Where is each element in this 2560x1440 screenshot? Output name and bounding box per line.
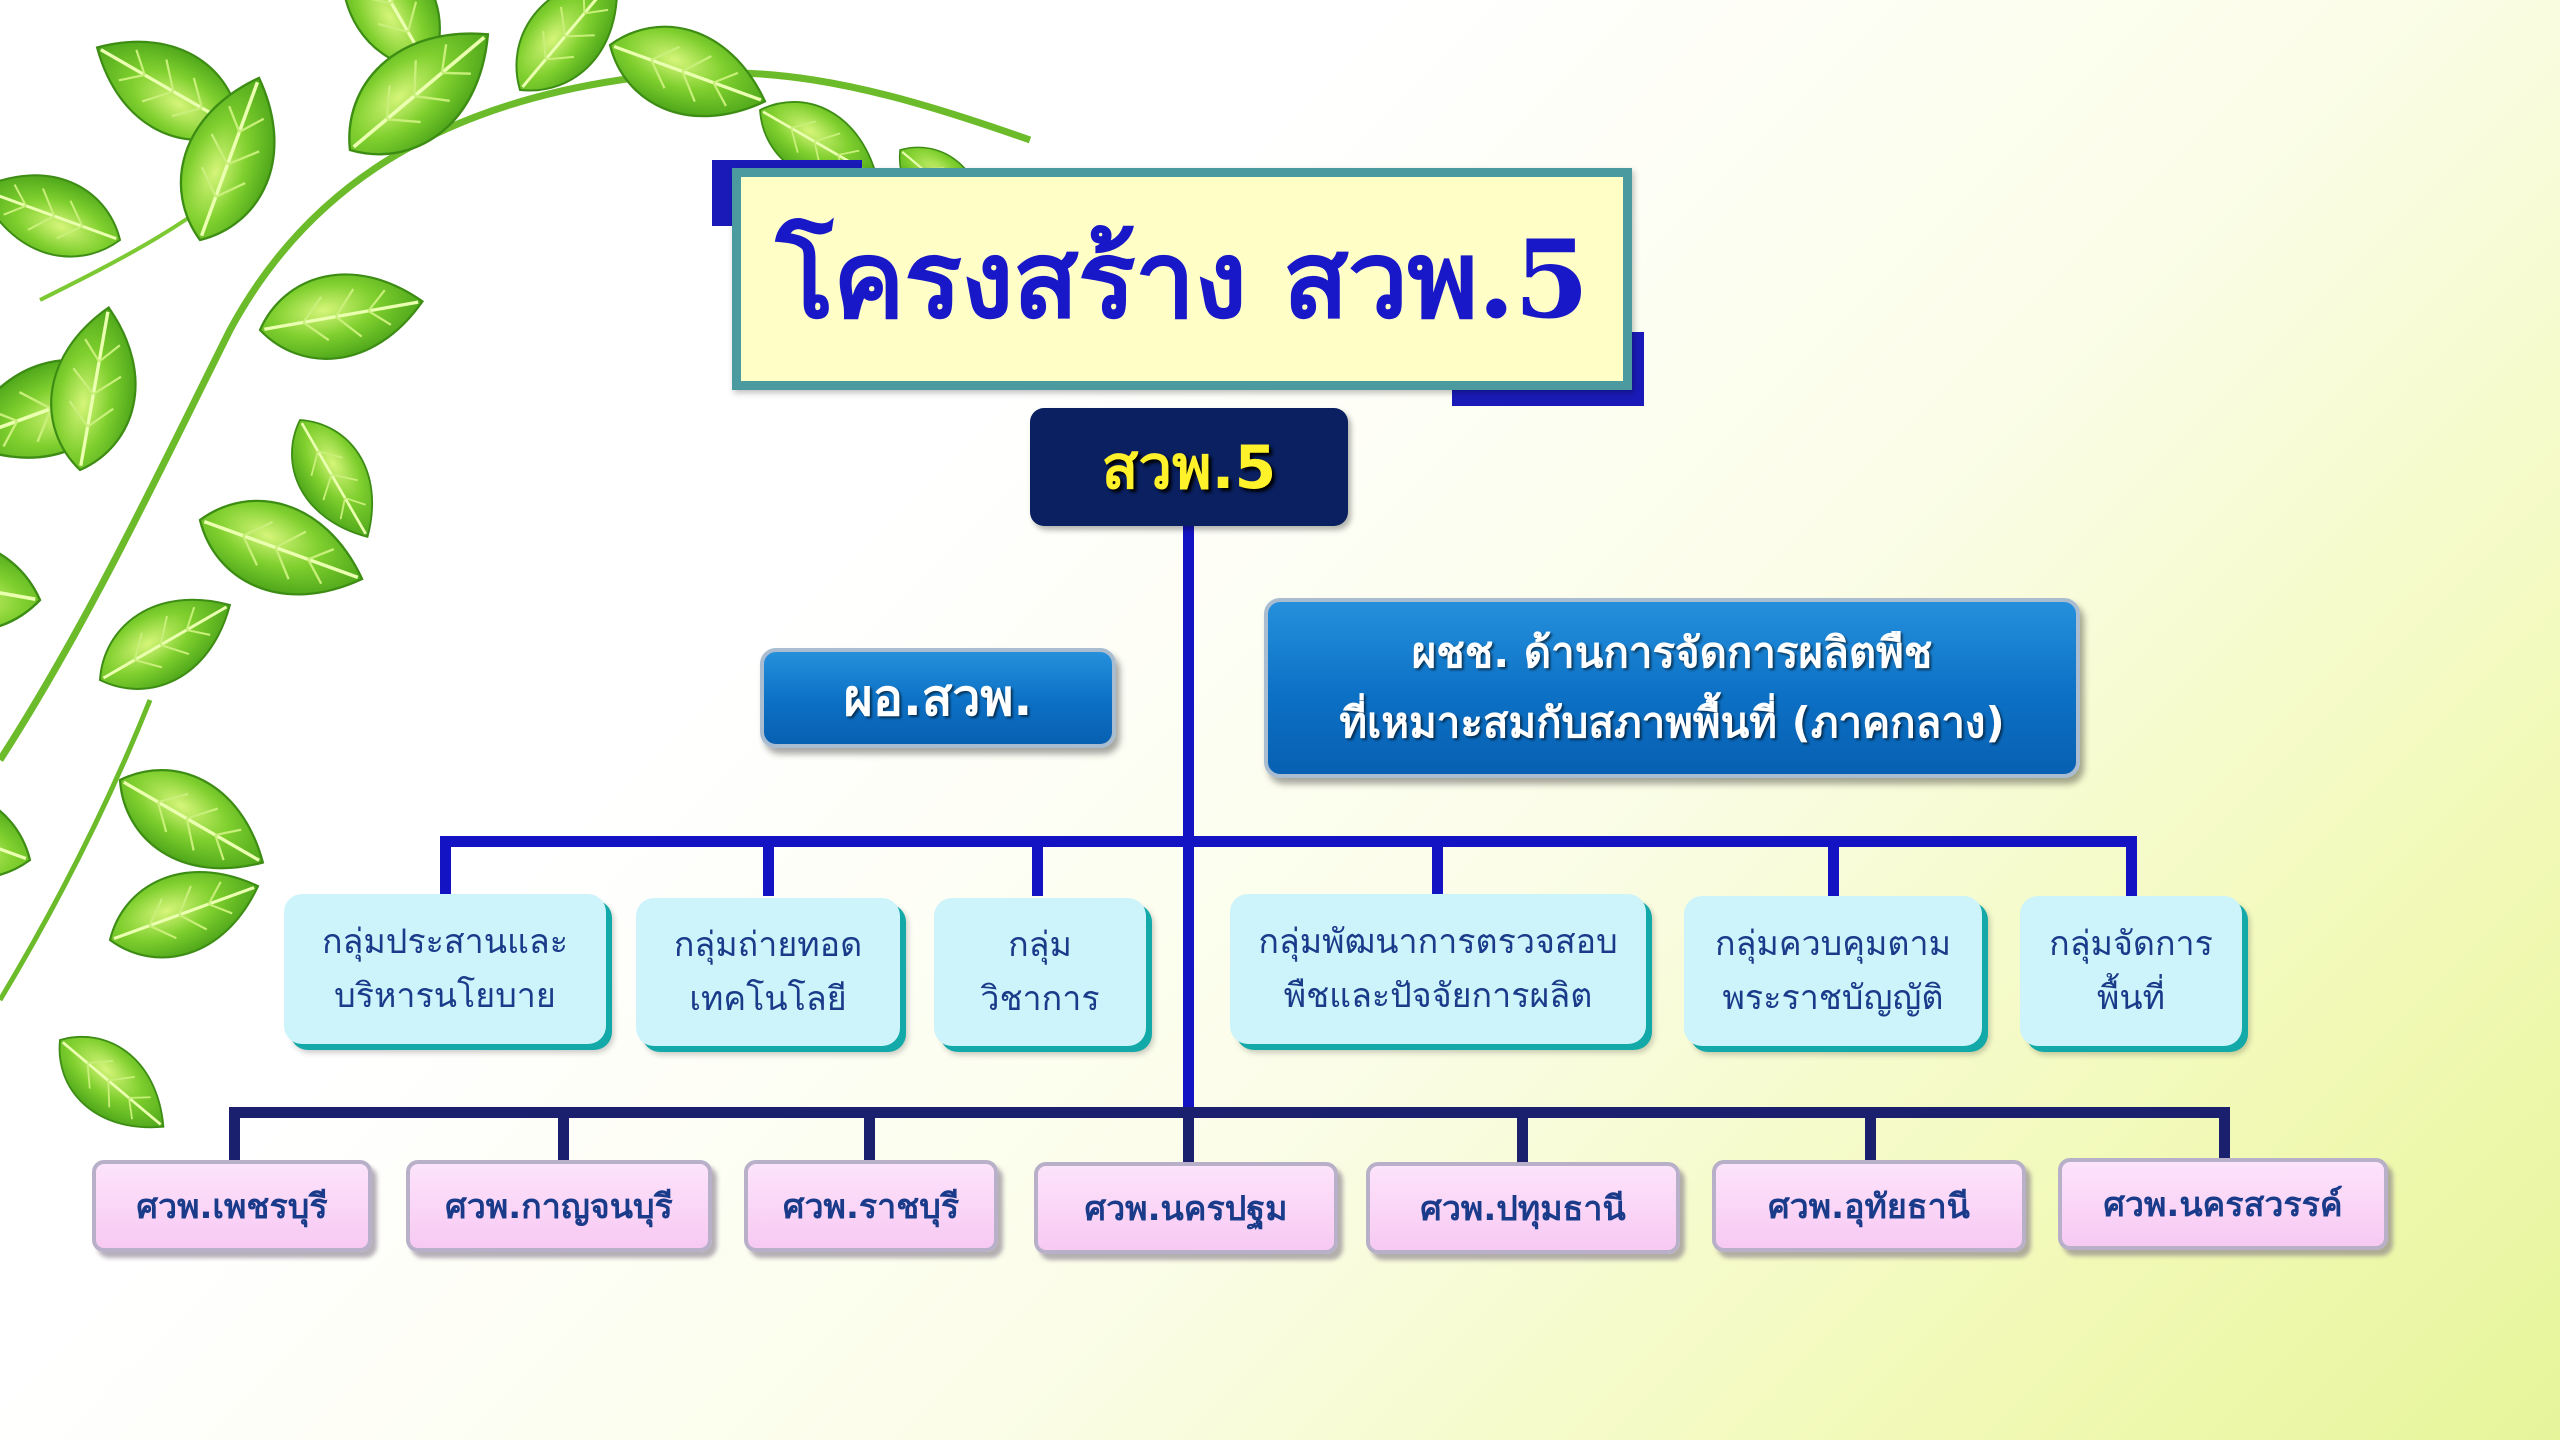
advisor-label: ผอ.สวพ. <box>843 668 1033 727</box>
group-label-line1: กลุ่มพัฒนาการตรวจสอบ <box>1258 922 1618 962</box>
trunk-line <box>1183 520 1194 1120</box>
center-drop-4 <box>1183 1107 1194 1163</box>
group-drop-6 <box>2126 836 2137 896</box>
group-label-line1: กลุ่มควบคุมตาม <box>1715 924 1951 964</box>
center-drop-5 <box>1517 1107 1528 1163</box>
advisor-node: ผอ.สวพ. <box>760 648 1116 748</box>
group-drop-1 <box>440 836 451 896</box>
leaf-vine-decoration <box>0 0 1032 1130</box>
group-node-coordination: กลุ่มประสานและ บริหารนโยบาย <box>284 894 606 1044</box>
page-title: โครงสร้าง สวพ.5 <box>775 217 1589 343</box>
center-drop-6 <box>1865 1107 1876 1163</box>
center-label: ศวพ.กาญจนบุรี <box>445 1187 673 1227</box>
group-label-line1: กลุ่ม <box>1008 925 1072 965</box>
center-node-nakhon-pathom: ศวพ.นครปฐม <box>1034 1162 1338 1254</box>
center-label: ศวพ.ปทุมธานี <box>1420 1189 1626 1229</box>
group-label-line1: กลุ่มประสานและ <box>321 922 569 962</box>
center-drop-1 <box>229 1107 240 1163</box>
center-label: ศวพ.นครสวรรค์ <box>2103 1185 2343 1225</box>
group-node-inspection: กลุ่มพัฒนาการตรวจสอบ พืชและปัจจัยการผลิต <box>1230 894 1646 1044</box>
group-label-line1: กลุ่มจัดการ <box>2049 924 2213 964</box>
group-label-line2: วิชาการ <box>980 979 1100 1019</box>
center-label: ศวพ.นครปฐม <box>1084 1189 1288 1229</box>
center-node-phetchaburi: ศวพ.เพชรบุรี <box>92 1160 372 1252</box>
center-node-uthai-thani: ศวพ.อุทัยธานี <box>1712 1160 2026 1252</box>
title-box: โครงสร้าง สวพ.5 <box>732 168 1632 390</box>
center-label: ศวพ.ราชบุรี <box>782 1187 960 1227</box>
group-drop-5 <box>1828 836 1839 896</box>
group-node-academic: กลุ่ม วิชาการ <box>934 898 1146 1046</box>
group-label-line2: เทคโนโลยี <box>689 979 847 1019</box>
group-node-tech-transfer: กลุ่มถ่ายทอด เทคโนโลยี <box>636 898 900 1046</box>
group-label-line2: พื้นที่ <box>2096 978 2166 1018</box>
center-node-nakhon-sawan: ศวพ.นครสวรรค์ <box>2058 1158 2388 1250</box>
group-node-regulation: กลุ่มควบคุมตาม พระราชบัญญัติ <box>1684 896 1982 1046</box>
center-drop-2 <box>558 1107 569 1163</box>
group-drop-4 <box>1432 836 1443 896</box>
center-connector-bar <box>229 1107 2230 1118</box>
root-label: สวพ.5 <box>1101 432 1277 503</box>
center-node-pathum-thani: ศวพ.ปทุมธานี <box>1366 1162 1680 1254</box>
group-connector-bar <box>440 836 2137 847</box>
group-node-area-management: กลุ่มจัดการ พื้นที่ <box>2020 896 2242 1046</box>
center-label: ศวพ.อุทัยธานี <box>1768 1187 1970 1227</box>
group-label-line2: บริหารนโยบาย <box>334 976 556 1016</box>
group-label-line2: พระราชบัญญัติ <box>1722 978 1944 1018</box>
group-drop-3 <box>1032 836 1043 896</box>
center-node-kanchanaburi: ศวพ.กาญจนบุรี <box>406 1160 712 1252</box>
center-drop-7 <box>2219 1107 2230 1163</box>
group-label-line1: กลุ่มถ่ายทอด <box>673 925 863 965</box>
expert-node: ผชช. ด้านการจัดการผลิตพืช ที่เหมาะสมกับส… <box>1264 598 2080 778</box>
center-drop-3 <box>864 1107 875 1163</box>
expert-label-line1: ผชช. ด้านการจัดการผลิตพืช <box>1411 628 1933 677</box>
center-node-ratchaburi: ศวพ.ราชบุรี <box>744 1160 998 1252</box>
group-drop-2 <box>763 836 774 896</box>
expert-label-line2: ที่เหมาะสมกับสภาพพื้นที่ (ภาคกลาง) <box>1339 698 2005 747</box>
root-node: สวพ.5 <box>1030 408 1348 526</box>
center-label: ศวพ.เพชรบุรี <box>136 1187 328 1227</box>
group-label-line2: พืชและปัจจัยการผลิต <box>1283 976 1593 1016</box>
